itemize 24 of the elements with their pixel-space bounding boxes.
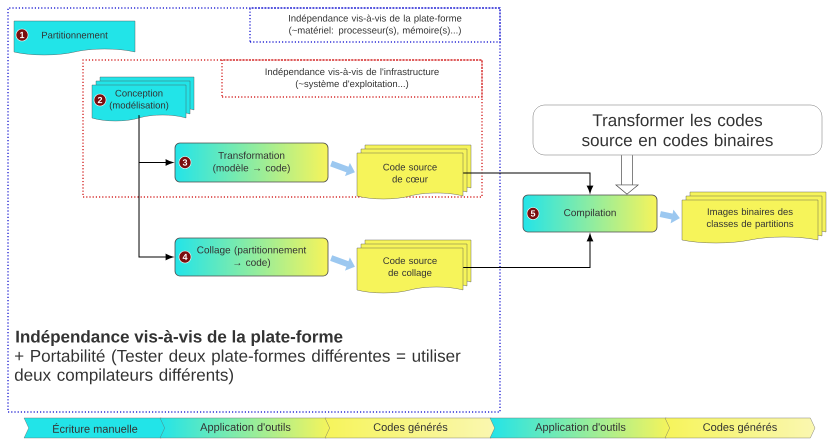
document-stack: Code source de collage [356, 240, 472, 294]
chevron-band: Écriture manuelle [24, 418, 166, 438]
number-badge: 1 [16, 28, 28, 42]
arrow [138, 114, 174, 260]
heading: Indépendance vis-à-vis de la plate-forme [16, 330, 342, 346]
block-arrow [330, 160, 355, 176]
number-badge: 4 [178, 250, 192, 264]
dotted-region [82, 59, 483, 198]
block-arrow [660, 210, 680, 224]
chevron-band: Codes générés [664, 418, 816, 438]
note-box: Indépendance vis-à-vis de la plate-forme (~matériel: processeur(s), mémoire(s)...) [249, 7, 501, 43]
document-stack: Images binaires des classes de partitions [682, 192, 826, 244]
note-text: + Portabilité (Tester deux plate-formes différentes = utiliser deux compilateurs différents) [14, 349, 460, 384]
arrow [462, 172, 594, 194]
chevron-band: Application d'outils [160, 418, 332, 438]
arrow [462, 234, 594, 268]
chevron-band: Application d'outils [490, 418, 672, 438]
document-stack: Code source de cœur [356, 144, 472, 200]
chevron-band: Codes générés [324, 418, 496, 438]
callout-box: Transformer les codes source en codes binaires [532, 104, 822, 156]
block-arrow [330, 255, 355, 270]
number-badge: 3 [178, 156, 192, 169]
note-box: Indépendance vis-à-vis de l'infrastructure (~système d'exploitation...) [221, 59, 483, 98]
number-badge: 5 [526, 207, 540, 220]
